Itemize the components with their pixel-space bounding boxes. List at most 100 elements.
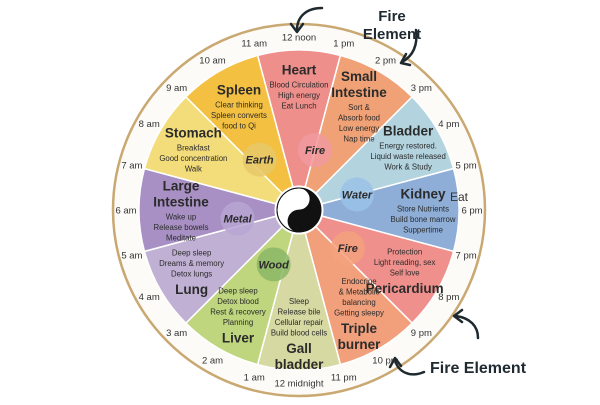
arrow-right-icon (454, 314, 480, 340)
hour-label: 12 noon (282, 33, 316, 44)
organ-desc: balancing (342, 298, 375, 307)
yin-dot (295, 195, 303, 203)
organ-name: bladder (275, 357, 325, 372)
element-label: Fire (305, 145, 325, 157)
organ-name: Bladder (383, 123, 434, 138)
organ-desc: Rest & recovery (210, 308, 266, 317)
organ-desc: Deep sleep (218, 287, 258, 296)
organ-desc: Breakfast (177, 143, 211, 152)
yang-dot (295, 217, 303, 225)
organ-desc: Build bone marrow (390, 215, 455, 224)
arrow-right-head-icon (452, 308, 464, 324)
element-circle (256, 247, 291, 282)
hour-label: 3 am (166, 328, 187, 339)
organ-desc: Deep sleep (172, 248, 212, 257)
hour-label: 9 pm (411, 328, 432, 339)
arrow-topright-head-icon (399, 52, 412, 67)
organ-desc: Self love (390, 268, 420, 277)
organ-name: Lung (175, 282, 208, 297)
organ-desc: Meditate (166, 233, 196, 242)
hour-label: 4 pm (438, 119, 459, 130)
organ-desc: Build blood cells (271, 329, 327, 338)
organ-desc: Walk (185, 164, 202, 173)
hour-label: 5 am (121, 250, 142, 261)
yin-yang-icon (274, 185, 324, 235)
organ-desc: Nap time (343, 135, 374, 144)
hour-label: 6 pm (461, 206, 482, 217)
organ-desc: Sort & (348, 103, 370, 112)
hour-label: 8 pm (438, 292, 459, 303)
organ-desc: Cellular repair (275, 318, 324, 327)
organ-desc: Work & Study (384, 162, 432, 171)
organ-name: Large (163, 178, 200, 193)
hour-label: 8 am (139, 119, 160, 130)
arrow-top-icon (295, 6, 324, 32)
hour-label: 11 pm (331, 373, 357, 384)
hour-label: 12 midnight (274, 379, 323, 390)
hour-label: 11 am (241, 38, 267, 49)
arrow-topright-icon (400, 28, 418, 64)
hour-label: 7 pm (456, 250, 477, 261)
element-label: Metal (224, 214, 253, 226)
organ-desc: Absorb food (338, 114, 380, 123)
organ-desc: Spleen converts (211, 111, 267, 120)
element-circle (330, 231, 365, 266)
organ-desc: Sleep (289, 297, 310, 306)
organ-name: Gall (286, 341, 312, 356)
element-label: Earth (246, 155, 274, 167)
element-circle (242, 142, 277, 177)
organ-name: Heart (282, 62, 317, 77)
arrow-bottom-head-icon (388, 356, 403, 369)
organ-desc: Blood Circulation (270, 80, 329, 89)
organ-desc: Clear thinking (215, 100, 263, 109)
hour-label: 2 pm (375, 56, 396, 67)
element-circle (298, 133, 333, 168)
hour-label: 7 am (121, 161, 142, 172)
hour-label: 1 pm (333, 38, 354, 49)
organ-name: Liver (222, 331, 255, 346)
arrow-bottom-icon (393, 358, 426, 376)
element-circle (220, 201, 255, 236)
organ-desc: food to Qi (222, 121, 256, 130)
hour-label: 9 am (166, 83, 187, 94)
organ-name: Small (341, 69, 377, 84)
fire-element-annotation-top: Fire Element (352, 8, 432, 44)
hour-label: 2 am (202, 355, 223, 366)
hour-label: 5 pm (456, 161, 477, 172)
organ-name: Kidney (400, 186, 446, 201)
organ-desc: Detox blood (217, 297, 259, 306)
arrows (289, 6, 480, 376)
organ-desc: Release bowels (153, 223, 208, 232)
hour-label: 1 am (244, 373, 265, 384)
yin-yang-outline (276, 187, 322, 233)
organ-desc: Store Nutrients (397, 204, 449, 213)
organ-desc: Good concentration (159, 154, 227, 163)
element-label: Fire (338, 243, 358, 255)
organ-desc: Protection (387, 247, 422, 256)
organ-name: Intestine (153, 194, 209, 209)
organ-desc: Release bile (278, 308, 321, 317)
hour-label: 10 am (199, 56, 225, 67)
organ-desc: & Metabolic (339, 287, 380, 296)
organ-name: Pericardium (366, 281, 444, 296)
organ-desc: Detox lungs (171, 269, 212, 278)
organ-desc: Liquid waste released (370, 152, 445, 161)
organ-desc: Planning (223, 318, 253, 327)
organ-desc: High energy (278, 91, 320, 100)
organ-desc: Eat Lunch (281, 101, 316, 110)
